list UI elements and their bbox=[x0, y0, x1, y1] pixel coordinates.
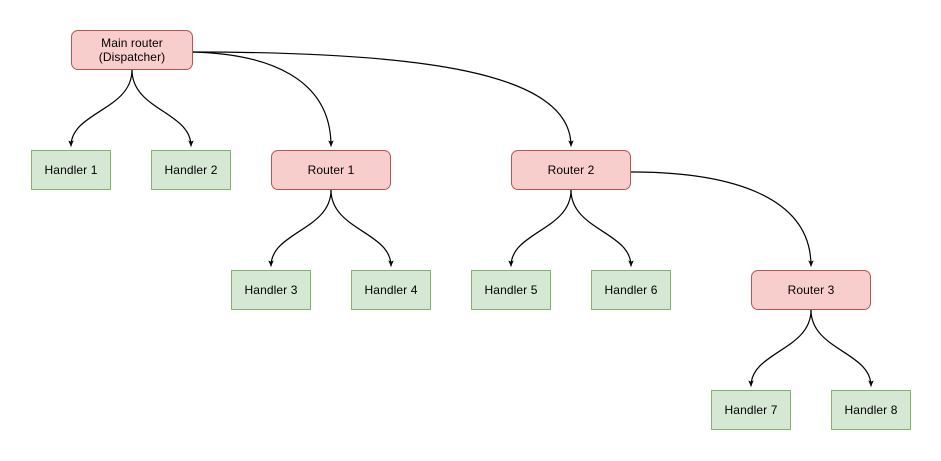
node-label-handler-6: Handler 6 bbox=[604, 283, 658, 297]
edge-router-1-to-handler-3 bbox=[268, 189, 332, 267]
edge-main-to-router-2 bbox=[192, 51, 574, 147]
node-handler-5[interactable]: Handler 5 bbox=[471, 270, 551, 310]
node-label-handler-4: Handler 4 bbox=[364, 283, 418, 297]
node-label-handler-1: Handler 1 bbox=[44, 163, 98, 177]
edge-router-3-to-handler-7 bbox=[748, 309, 812, 387]
edge-main-to-handler-1 bbox=[68, 69, 133, 147]
edge-router-2-to-router-3 bbox=[630, 171, 814, 267]
node-handler-2[interactable]: Handler 2 bbox=[151, 150, 231, 190]
node-router-3[interactable]: Router 3 bbox=[751, 270, 871, 310]
node-handler-8[interactable]: Handler 8 bbox=[831, 390, 911, 430]
node-router-2[interactable]: Router 2 bbox=[511, 150, 631, 190]
node-label-handler-7: Handler 7 bbox=[724, 403, 778, 417]
edge-router-1-to-handler-4 bbox=[330, 189, 394, 267]
node-handler-1[interactable]: Handler 1 bbox=[31, 150, 111, 190]
node-main-router[interactable]: Main router (Dispatcher) bbox=[71, 30, 193, 70]
node-label-main-router: Main router (Dispatcher) bbox=[98, 36, 166, 64]
edge-main-to-handler-2 bbox=[131, 69, 194, 147]
node-label-router-1: Router 1 bbox=[307, 163, 355, 177]
edge-main-to-router-1 bbox=[192, 51, 334, 147]
node-label-handler-3: Handler 3 bbox=[244, 283, 298, 297]
node-label-handler-5: Handler 5 bbox=[484, 283, 538, 297]
edge-router-2-to-handler-6 bbox=[570, 189, 634, 267]
node-label-router-3: Router 3 bbox=[787, 283, 835, 297]
edge-router-3-to-handler-8 bbox=[810, 309, 874, 387]
node-handler-6[interactable]: Handler 6 bbox=[591, 270, 671, 310]
node-router-1[interactable]: Router 1 bbox=[271, 150, 391, 190]
node-handler-4[interactable]: Handler 4 bbox=[351, 270, 431, 310]
edge-router-2-to-handler-5 bbox=[508, 189, 572, 267]
node-label-handler-8: Handler 8 bbox=[844, 403, 898, 417]
node-handler-3[interactable]: Handler 3 bbox=[231, 270, 311, 310]
node-handler-7[interactable]: Handler 7 bbox=[711, 390, 791, 430]
node-label-router-2: Router 2 bbox=[547, 163, 595, 177]
node-label-handler-2: Handler 2 bbox=[164, 163, 218, 177]
